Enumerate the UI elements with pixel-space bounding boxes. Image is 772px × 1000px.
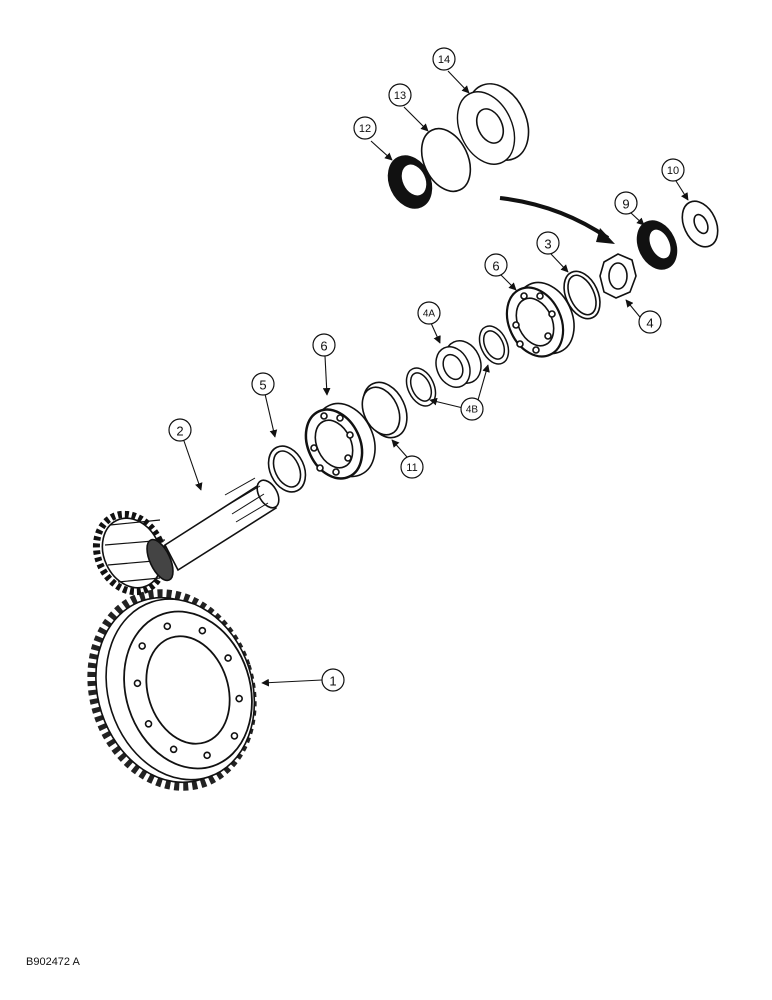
- callout-4b: [460, 397, 484, 421]
- callout-label-5: 5: [259, 378, 266, 393]
- callout-4a: [417, 301, 441, 325]
- seal-12: [387, 155, 433, 209]
- seal-carrier-14: [456, 83, 530, 165]
- callout-label-12: 12: [359, 123, 371, 135]
- callout-label-10: 10: [667, 165, 679, 177]
- pinion-shaft: [92, 477, 280, 596]
- ball-bearing-6-lower: [304, 402, 376, 480]
- figure-code: B902472 A: [26, 956, 80, 968]
- ball-bearing-6-upper: [505, 281, 575, 358]
- washer-10: [681, 200, 719, 248]
- callout-label-13: 13: [394, 90, 406, 102]
- spacer-11: [361, 381, 408, 439]
- ring-gear: [87, 589, 257, 791]
- callout-label-11: 11: [406, 462, 417, 474]
- seal-9: [636, 220, 678, 270]
- callout-6-lower: [312, 333, 336, 357]
- callout-label-4b: 4B: [466, 405, 479, 416]
- callout-label-4: 4: [646, 316, 653, 331]
- callout-label-6-lower: 6: [320, 339, 327, 354]
- callout-label-6-upper: 6: [492, 259, 499, 274]
- leader-lines: [183, 70, 689, 687]
- callouts: [168, 47, 685, 692]
- callout-label-14: 14: [438, 54, 450, 66]
- callout-6-upper: [484, 253, 508, 277]
- callout-3: [536, 231, 560, 255]
- pinion-gear-head: [92, 510, 174, 596]
- collapsible-spacer-4a: [435, 340, 482, 388]
- assembly-arrow: [499, 196, 615, 244]
- callout-label-4a: 4A: [423, 309, 436, 320]
- callout-label-1: 1: [329, 674, 336, 689]
- callout-5: [251, 372, 275, 396]
- callout-11: [400, 455, 424, 479]
- snap-ring-3: [563, 270, 601, 320]
- o-ring-13: [420, 127, 472, 193]
- callout-10: [661, 158, 685, 182]
- spacer-ring-5: [267, 445, 307, 493]
- callout-12: [353, 116, 377, 140]
- callout-1: [321, 668, 345, 692]
- callout-14: [432, 47, 456, 71]
- castle-nut-4: [599, 253, 637, 299]
- washer-4b-left: [405, 367, 437, 407]
- callout-13: [388, 83, 412, 107]
- callout-label-2: 2: [176, 424, 183, 439]
- washer-4b-right: [478, 325, 510, 365]
- callout-2: [168, 418, 192, 442]
- callout-4: [638, 310, 662, 334]
- callout-label-3: 3: [544, 237, 551, 252]
- callout-9: [614, 191, 638, 215]
- callout-label-9: 9: [622, 197, 629, 212]
